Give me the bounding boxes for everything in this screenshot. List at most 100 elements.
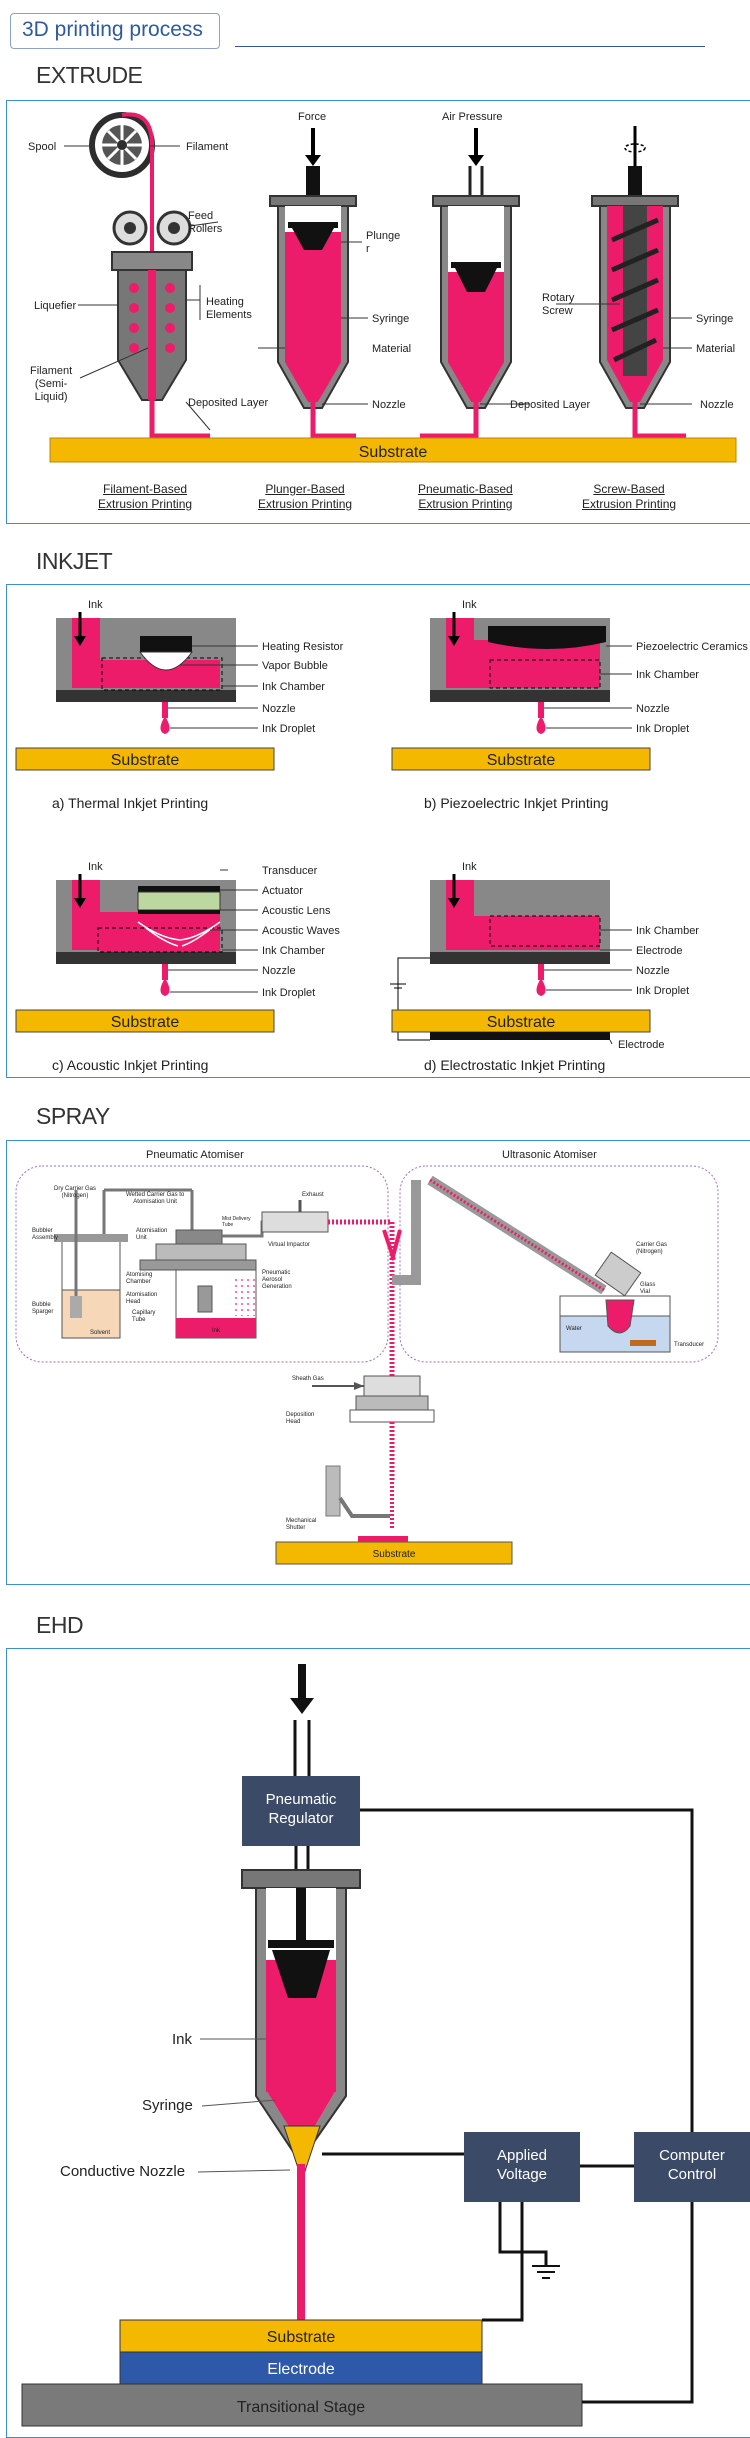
pneumatic-regulator-label: Pneumatic Regulator [265,1791,337,1827]
acoustic-label-4: Ink Chamber [262,945,325,957]
bottom-electrode [430,1032,610,1040]
air-pressure-label: Air Pressure [442,111,503,123]
pneumatic-regulator-box [242,1776,360,1846]
thermal-head [56,612,236,734]
pneumatic-atomiser-title: Pneumatic Atomiser [146,1149,244,1161]
filament-semi-liquid-label: Filament (Semi- Liquid) [30,365,73,403]
plunger-label: Plunge r [366,230,401,255]
ehd-substrate [119,2319,483,2353]
nozzle-2-label: Nozzle [700,399,734,411]
piezo-label-3: Ink Droplet [636,723,689,735]
material-2-label: Material [696,343,735,355]
ehd-syringe-label: Syringe [142,2097,193,2114]
acoustic-label-0: Transducer [262,865,318,877]
thermal-ink-label: Ink [88,599,103,611]
piezo-label-1: Ink Chamber [636,669,699,681]
screw-extruder [591,126,686,439]
acoustic-ink-label: Ink [88,861,103,873]
sheath-gas-label: Sheath Gas [292,1376,324,1382]
piezo-label-2: Nozzle [636,703,670,715]
carrier-gas-label: Carrier Gas (Nitrogen) [636,1242,668,1255]
acoustic-label-1: Actuator [262,885,303,897]
ultrasonic-atomiser-title: Ultrasonic Atomiser [502,1149,597,1161]
wetted-gas-label: Wetted Carrier Gas to Atomisation Unit [126,1192,185,1205]
ehd-panel [6,1648,750,2438]
aerosol-generation-label: Pneumatic Aerosol Generation [262,1270,292,1290]
electro-ink-label: Ink [462,861,477,873]
spray-substrate-label: Substrate [373,1549,416,1560]
atomisation-head-label: Atomisation Head [126,1292,158,1305]
caption-plunger: Plunger-Based Extrusion Printing [258,482,353,511]
thermal-label-0: Heating Resistor [262,641,344,653]
atomisation-unit-label: Atomisation Unit [136,1228,168,1241]
acoustic-substrate [15,1009,275,1033]
thermal-substrate-label: Substrate [111,752,180,769]
acoustic-label-3: Acoustic Waves [262,925,340,937]
piezo-caption: b) Piezoelectric Inkjet Printing [424,795,608,811]
extrude-substrate [49,437,737,463]
inkjet-heading: INKJET [36,548,113,574]
title-underline [235,46,705,47]
spool-label: Spool [28,141,56,153]
caption-screw: Screw-Based Extrusion Printing [582,482,677,511]
filament-label: Filament [186,141,228,153]
force-label: Force [298,111,326,123]
electro-substrate-label: Substrate [487,1014,556,1031]
solvent-label: Solvent [90,1330,110,1336]
applied-voltage-label: Applied Voltage [496,2147,548,2183]
extrude-substrate-label: Substrate [359,444,428,461]
acoustic-label-6: Ink Droplet [262,987,315,999]
piezo-substrate-label: Substrate [487,752,556,769]
electro-label-0: Ink Chamber [636,925,699,937]
page-title: 3D printing process [22,18,203,41]
ehd-electrode-label: Electrode [267,2361,335,2378]
ehd-ink-label: Ink [172,2031,193,2048]
filament-extruder [89,112,210,440]
ehd-electrode [119,2351,483,2385]
title-box [10,13,220,49]
ultrasonic-box [399,1165,719,1363]
piezo-substrate [391,747,651,771]
acoustic-substrate-label: Substrate [111,1014,180,1031]
feed-rollers-label: Feed Rollers [188,210,223,235]
spray-diagram [15,1165,719,1565]
acoustic-label-2: Acoustic Lens [262,905,331,917]
inkjet-diagram [15,612,651,1045]
caption-pneumatic: Pneumatic-Based Extrusion Printing [418,482,513,511]
bubble-sparger-label: Bubble Sparger [32,1302,54,1315]
ehd-diagram [21,1664,750,2427]
plunger-extruder [269,128,357,439]
caption-filament: Filament-Based Extrusion Printing [98,482,193,511]
acoustic-head [56,874,236,996]
syringe-label: Syringe [372,313,409,325]
piezo-ink-label: Ink [462,599,477,611]
atomising-chamber-label: Atomising Chamber [126,1272,153,1285]
deposited-layer-label: Deposited Layer [188,397,268,409]
water-label: Water [566,1326,582,1332]
computer-control-label: Computer Control [659,2147,725,2183]
exhaust-label: Exhaust [302,1192,324,1198]
spray-heading: SPRAY [36,1103,110,1129]
bubbler-label: Bubbler Assembly [32,1228,59,1241]
material-label: Material [372,343,411,355]
piezo-label-0: Piezoelectric Ceramics [636,641,748,653]
electrostatic-head [390,874,610,1041]
electro-label-4: Electrode [618,1039,664,1051]
capillary-tube-label: Capillary Tube [132,1310,156,1323]
electro-label-2: Nozzle [636,965,670,977]
thermal-caption: a) Thermal Inkjet Printing [52,795,208,811]
mist-tube-label: Mist Delivery Tube [222,1216,251,1228]
extrude-heading: EXTRUDE [36,62,143,88]
acoustic-label-5: Nozzle [262,965,296,977]
rotary-screw-label: Rotary Screw [542,292,575,317]
spray-ink-label: Ink [212,1328,221,1334]
thermal-label-1: Vapor Bubble [262,660,328,672]
electro-label-1: Electrode [636,945,682,957]
electro-caption: d) Electrostatic Inkjet Printing [424,1057,605,1073]
ehd-nozzle-label: Conductive Nozzle [60,2163,185,2180]
piezo-head [430,612,610,734]
glass-vial-label: Glass Vial [640,1282,656,1295]
electro-label-3: Ink Droplet [636,985,689,997]
applied-voltage-box [464,2132,580,2202]
